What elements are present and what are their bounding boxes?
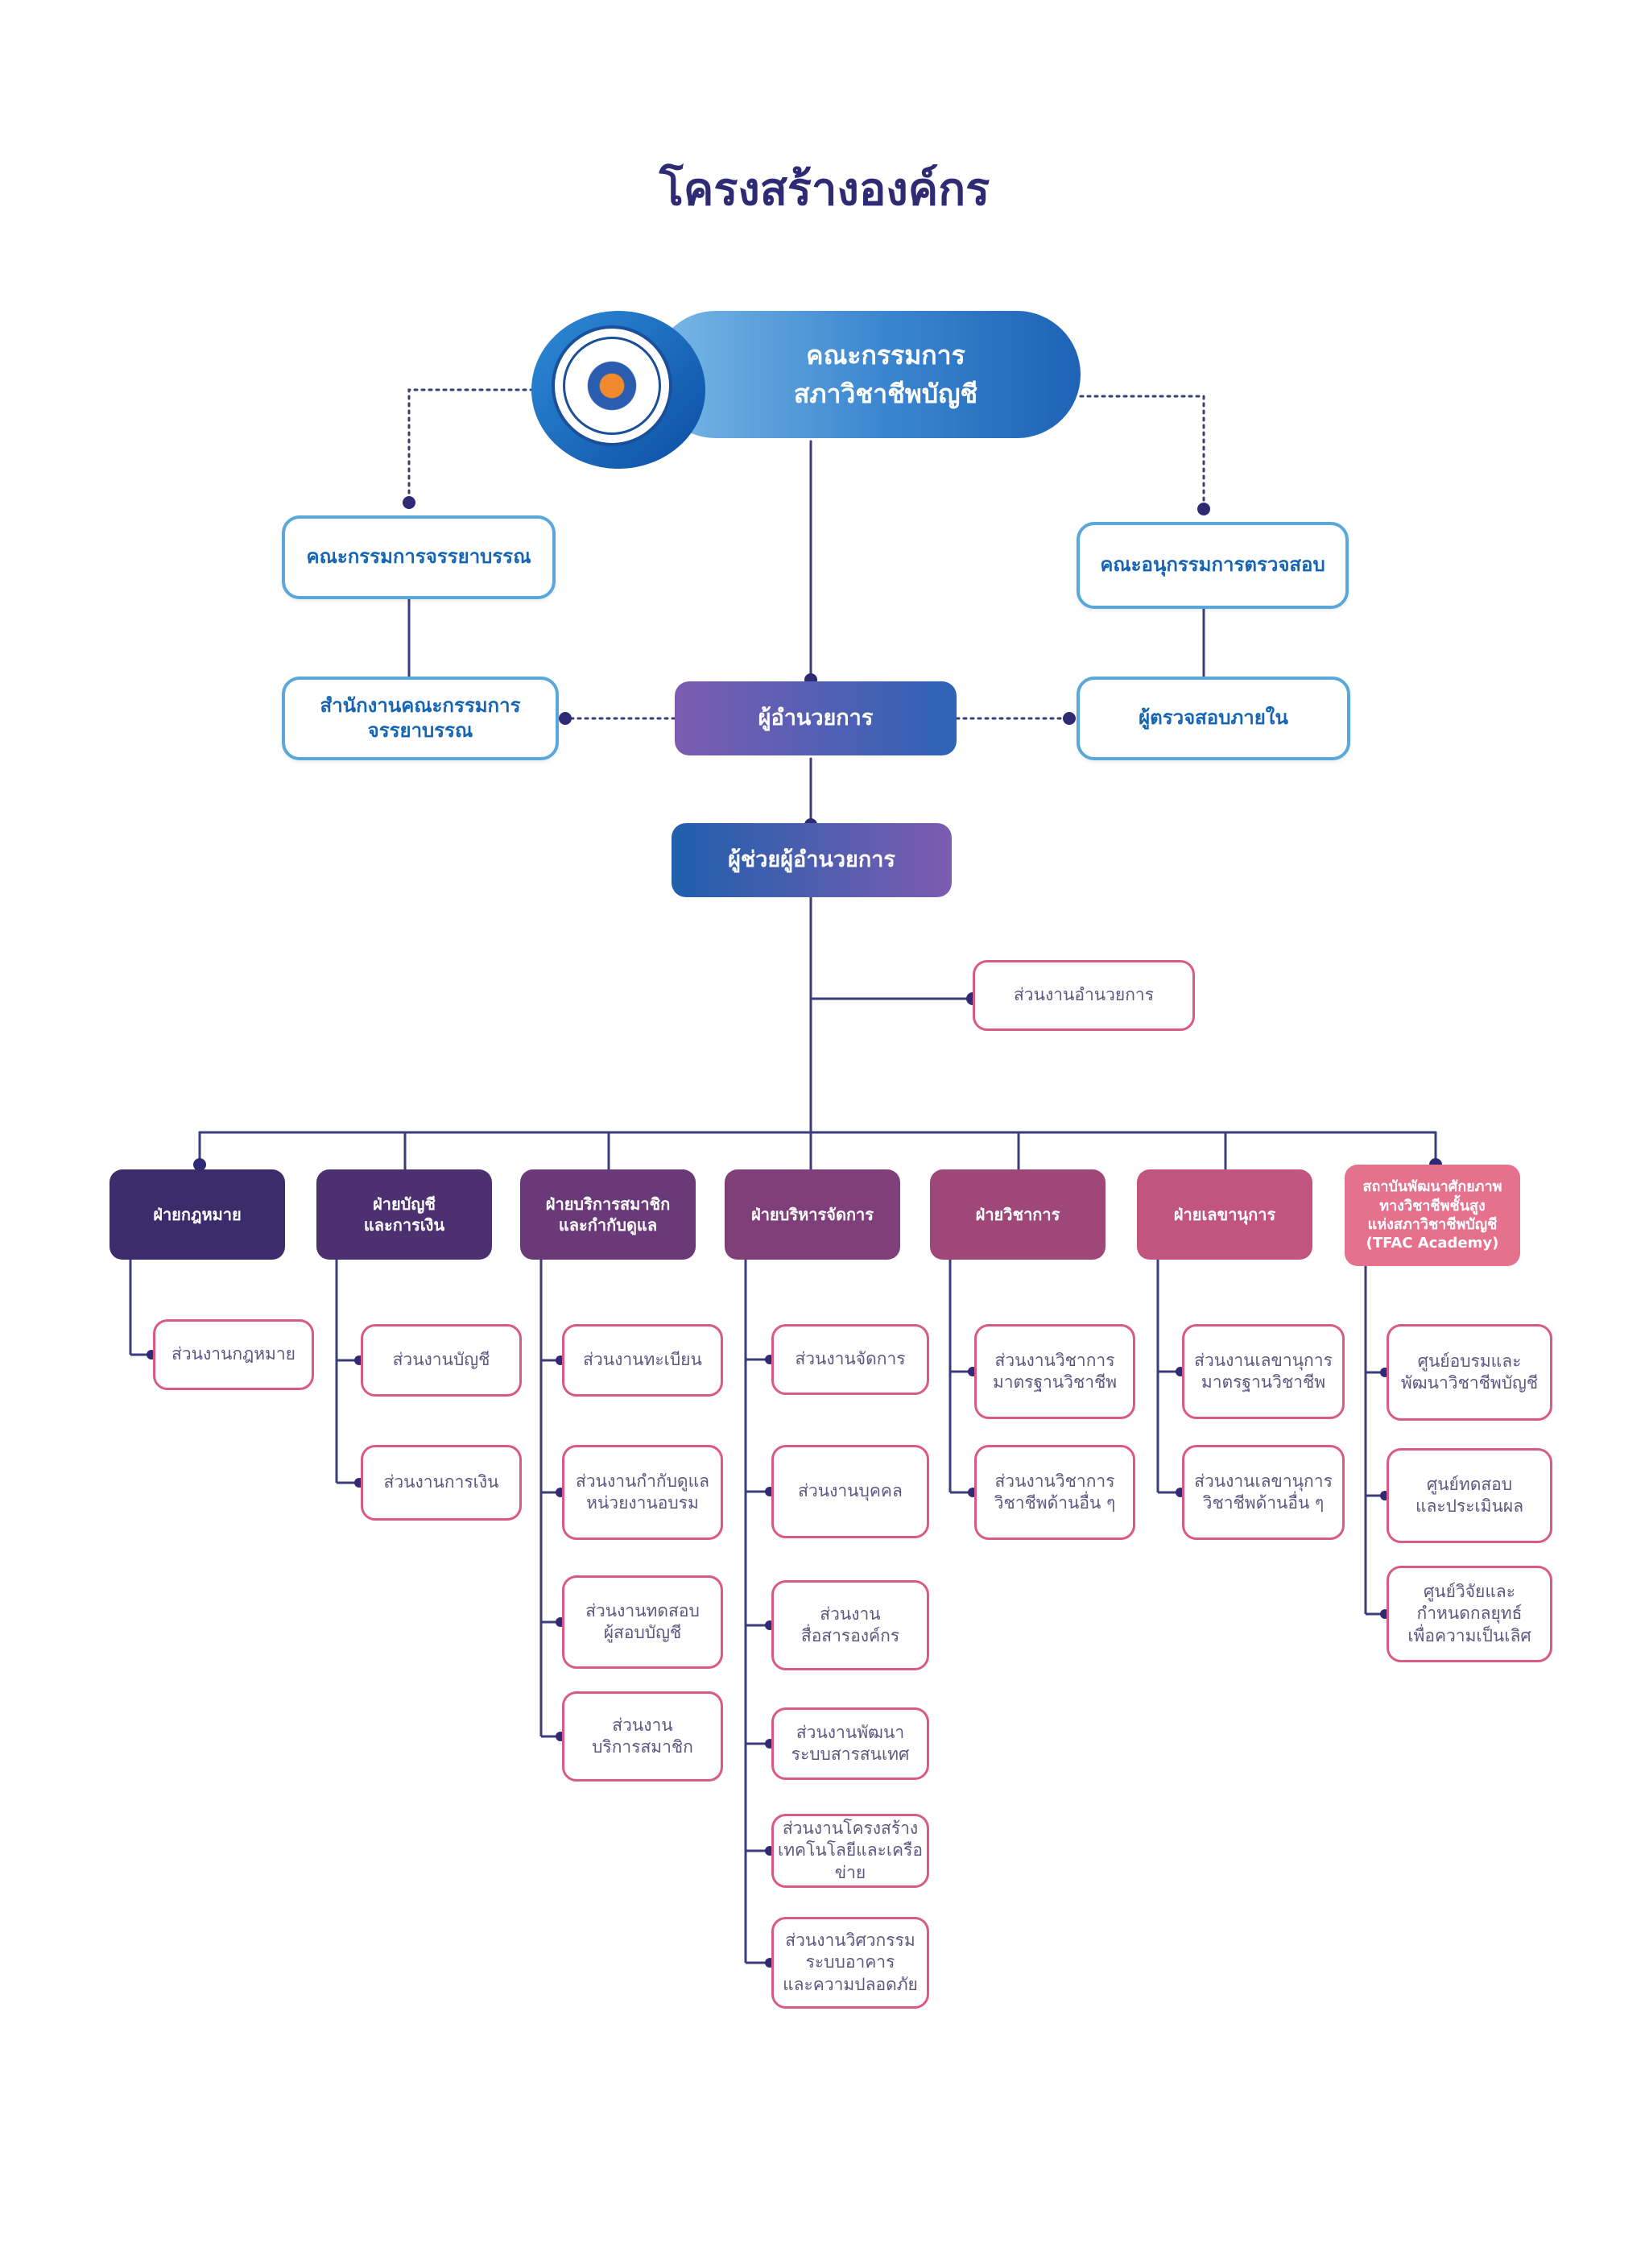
department-box: ฝ่ายบริหารจัดการ (725, 1169, 900, 1260)
department-box: ฝ่ายวิชาการ (930, 1169, 1106, 1260)
department-box: ฝ่ายบัญชี และการเงิน (316, 1169, 492, 1260)
unit-box: ส่วนงาน สื่อสารองค์กร (771, 1580, 929, 1670)
ethics-committee-box: คณะกรรมการจรรยาบรรณ (282, 515, 556, 599)
department-box: ฝ่ายเลขานุการ (1137, 1169, 1312, 1260)
unit-box: ส่วนงานทะเบียน (562, 1324, 723, 1397)
unit-box: ส่วนงานเลขานุการ มาตรฐานวิชาชีพ (1182, 1324, 1345, 1419)
director-box: ผู้อำนวยการ (675, 681, 957, 755)
assistant-director-box: ผู้ช่วยผู้อำนวยการ (672, 823, 952, 897)
unit-box: ส่วนงานวิชาการ มาตรฐานวิชาชีพ (974, 1324, 1135, 1419)
department-box: ฝ่ายกฎหมาย (110, 1169, 285, 1260)
unit-box: ศูนย์ทดสอบ และประเมินผล (1387, 1448, 1552, 1543)
unit-box: ศูนย์วิจัยและ กำหนดกลยุทธ์ เพื่อความเป็น… (1387, 1566, 1552, 1662)
unit-box: ส่วนงานกำกับดูแล หน่วยงานอบรม (562, 1445, 723, 1540)
department-box: ฝ่ายบริการสมาชิก และกำกับดูแล (520, 1169, 696, 1260)
unit-box: ส่วนงานบุคคล (771, 1445, 929, 1538)
department-box: สถาบันพัฒนาศักยภาพ ทางวิชาชีพชั้นสูง แห่… (1345, 1165, 1520, 1266)
internal-auditor-box: ผู้ตรวจสอบภายใน (1077, 677, 1350, 760)
board-banner (652, 311, 1081, 438)
seal-emblem (584, 358, 640, 414)
unit-box: ศูนย์อบรมและ พัฒนาวิชาชีพบัญชี (1387, 1324, 1552, 1421)
unit-box: ส่วนงานบัญชี (361, 1324, 522, 1397)
unit-box: ส่วนงานเลขานุการ วิชาชีพด้านอื่น ๆ (1182, 1445, 1345, 1540)
unit-box: ส่วนงานจัดการ (771, 1324, 929, 1395)
unit-box: ส่วนงานการเงิน (361, 1445, 522, 1521)
unit-box: ส่วนงานทดสอบ ผู้สอบบัญชี (562, 1575, 723, 1669)
page-title: โครงสร้างองค์กร (659, 163, 990, 216)
unit-box: ส่วนงานวิศวกรรม ระบบอาคาร และความปลอดภัย (771, 1917, 929, 2009)
unit-box: ส่วนงานโครงสร้าง เทคโนโลยีและเครือข่าย (771, 1814, 929, 1888)
unit-box: ส่วนงานวิชาการ วิชาชีพด้านอื่น ๆ (974, 1445, 1135, 1540)
director-office-box: ส่วนงานอำนวยการ (973, 960, 1195, 1031)
seal-ring (563, 337, 661, 435)
ethics-office-box: สำนักงานคณะกรรมการ จรรยาบรรณ (282, 677, 559, 760)
unit-box: ส่วนงานพัฒนา ระบบสารสนเทศ (771, 1707, 929, 1780)
audit-committee-box: คณะอนุกรรมการตรวจสอบ (1077, 522, 1349, 609)
unit-box: ส่วนงาน บริการสมาชิก (562, 1691, 723, 1782)
unit-box: ส่วนงานกฎหมาย (153, 1319, 314, 1390)
board-label: คณะกรรมการ สภาวิชาชีพบัญชี (793, 340, 978, 409)
